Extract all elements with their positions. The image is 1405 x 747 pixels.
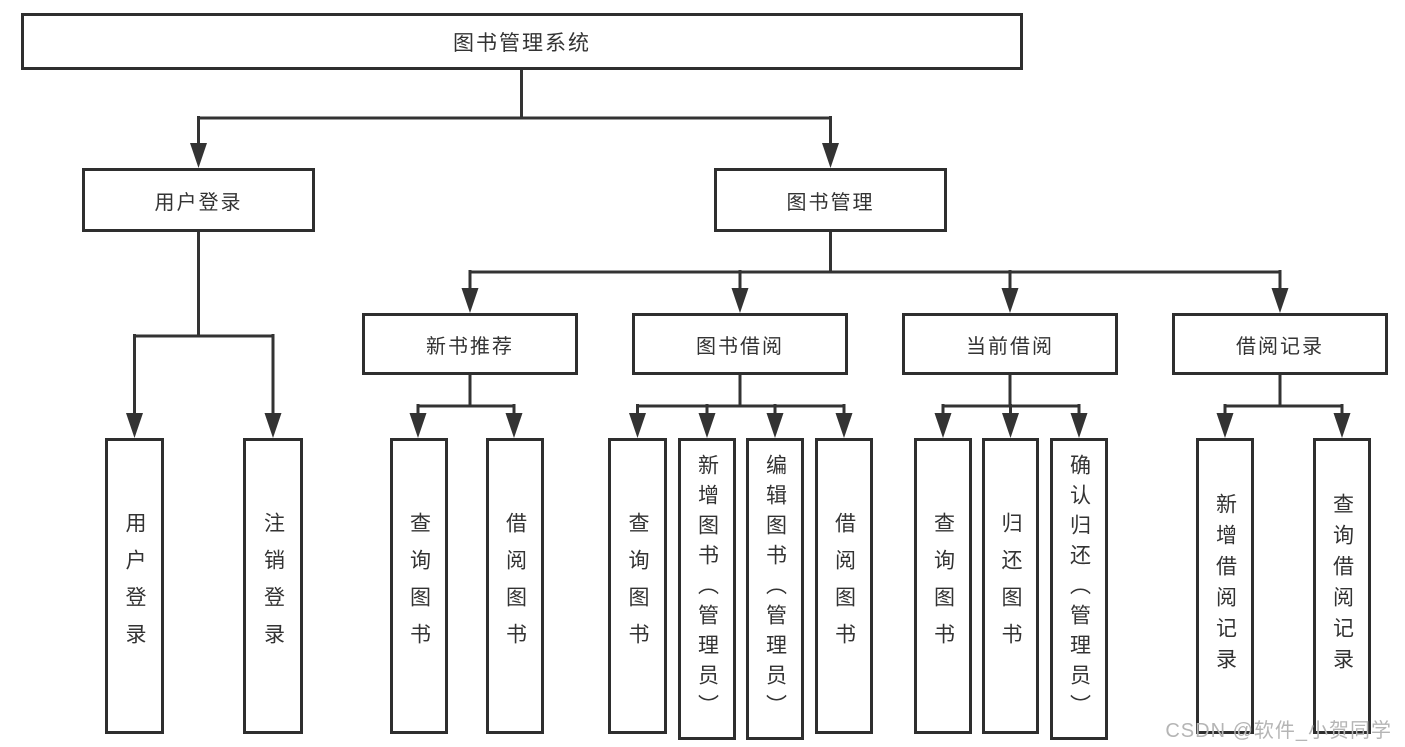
node-current-borrow: 当前借阅 [902, 313, 1118, 375]
leaf-add-books-admin: 新增图书（管理员） [678, 438, 736, 740]
leaf-return-books: 归还图书 [982, 438, 1039, 734]
node-borrow-records: 借阅记录 [1172, 313, 1388, 375]
node-user-login: 用户登录 [82, 168, 315, 232]
leaf-borrow-books-2: 借阅图书 [815, 438, 873, 734]
leaf-query-borrow-record-label: 查询借阅记录 [1330, 493, 1354, 679]
arrowheads [126, 143, 1351, 438]
leaf-confirm-return-admin: 确认归还（管理员） [1050, 438, 1108, 740]
leaf-logout-label: 注销登录 [261, 512, 285, 660]
leaf-confirm-return-admin-label: 确认归还（管理员） [1067, 454, 1091, 724]
leaf-query-books-2-label: 查询图书 [626, 512, 649, 660]
leaf-return-books-label: 归还图书 [999, 512, 1022, 660]
connector-segments [133, 69, 1344, 420]
leaf-query-books-2: 查询图书 [608, 438, 667, 734]
leaf-query-books-3-label: 查询图书 [931, 512, 955, 660]
node-library-system: 图书管理系统 [21, 13, 1023, 70]
leaf-user-login: 用户登录 [105, 438, 164, 734]
leaf-user-login-label: 用户登录 [123, 512, 146, 660]
leaf-query-books-1-label: 查询图书 [407, 512, 431, 660]
leaf-query-borrow-record: 查询借阅记录 [1313, 438, 1371, 734]
leaf-query-books-3: 查询图书 [914, 438, 972, 734]
node-book-management: 图书管理 [714, 168, 947, 232]
csdn-watermark: CSDN @软件_小贺同学 [1165, 720, 1392, 742]
leaf-borrow-books-2-label: 借阅图书 [832, 512, 856, 660]
node-new-book-recommend: 新书推荐 [362, 313, 578, 375]
leaf-add-borrow-record-label: 新增借阅记录 [1213, 493, 1237, 679]
node-book-borrow: 图书借阅 [632, 313, 848, 375]
leaf-query-books-1: 查询图书 [390, 438, 448, 734]
leaf-borrow-books-1: 借阅图书 [486, 438, 544, 734]
leaf-edit-books-admin: 编辑图书（管理员） [746, 438, 804, 740]
leaf-borrow-books-1-label: 借阅图书 [503, 512, 527, 660]
leaf-add-borrow-record: 新增借阅记录 [1196, 438, 1254, 734]
leaf-edit-books-admin-label: 编辑图书（管理员） [763, 454, 787, 724]
leaf-add-books-admin-label: 新增图书（管理员） [695, 454, 719, 724]
leaf-logout: 注销登录 [243, 438, 303, 734]
